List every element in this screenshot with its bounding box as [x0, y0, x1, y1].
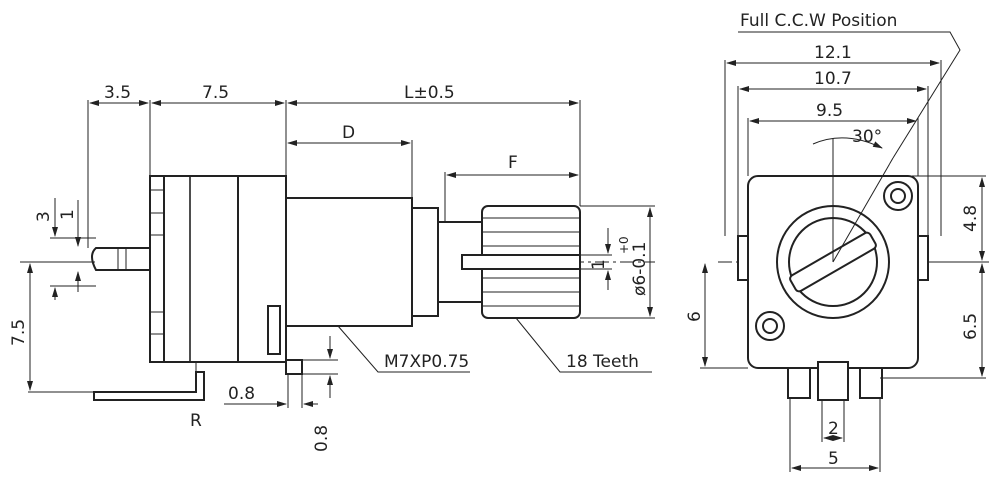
dim-6: 6 [685, 311, 705, 322]
dim-2: 2 [828, 419, 839, 439]
dim-diameter: ø6-0.1 [630, 242, 650, 296]
terminal-pin [91, 247, 156, 271]
dim-9-5: 9.5 [816, 101, 843, 121]
dim-f: F [508, 153, 518, 173]
dim-1-shaft: 1 [589, 259, 609, 270]
dim-1-left: 1 [58, 209, 78, 220]
threaded-bushing [285, 197, 413, 327]
dim-tolerance: +0 [617, 236, 631, 254]
dim-d: D [342, 123, 355, 143]
dim-7-5-left: 7.5 [9, 319, 29, 346]
side-view: 3.5 7.5 L±0.5 D F 3 1 7.5 1 +0 ø6-0.1 M7… [9, 83, 655, 452]
teeth-label: 18 Teeth [566, 352, 639, 372]
dim-5: 5 [828, 449, 839, 469]
dim-3-5: 3.5 [104, 83, 131, 103]
angle-label: 30° [852, 127, 882, 147]
dim-12-1: 12.1 [814, 43, 852, 63]
dim-4-8: 4.8 [961, 205, 981, 232]
dim-r: R [190, 411, 202, 431]
full-ccw-label: Full C.C.W Position [740, 11, 897, 31]
bent-lead [93, 371, 205, 401]
dim-6-5: 6.5 [961, 313, 981, 340]
dim-0-8-h: 0.8 [228, 384, 255, 404]
thread-label: M7XP0.75 [384, 352, 469, 372]
dim-7-5-top: 7.5 [202, 83, 229, 103]
dim-0-8-v: 0.8 [312, 425, 332, 452]
potentiometer-body [163, 175, 239, 363]
dim-10-7: 10.7 [814, 69, 852, 89]
dim-l: L±0.5 [404, 83, 455, 103]
front-view: Full C.C.W Position 12.1 10.7 9.5 30° 4.… [685, 11, 990, 472]
dim-3: 3 [34, 211, 54, 222]
